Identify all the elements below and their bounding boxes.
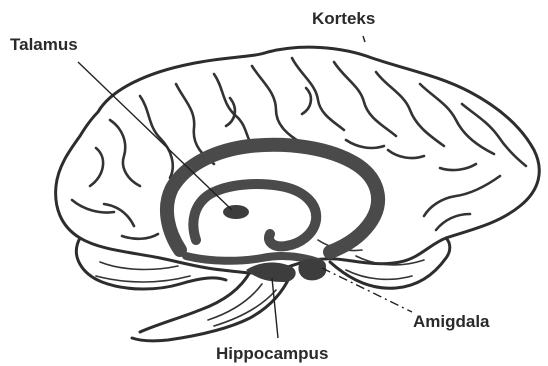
label-talamus: Talamus: [10, 35, 78, 54]
amigdala-leader: [322, 268, 412, 312]
thalamus-structure: [223, 205, 249, 219]
label-korteks: Korteks: [312, 9, 375, 28]
limbic-band: [167, 145, 378, 262]
talamus-leader: [78, 62, 232, 210]
label-amigdala: Amigdala: [413, 312, 490, 331]
hippocampus-leader: [272, 278, 278, 338]
label-hippocampus: Hippocampus: [216, 344, 328, 363]
korteks-leader: [363, 36, 365, 42]
amygdala-structure: [314, 260, 326, 272]
